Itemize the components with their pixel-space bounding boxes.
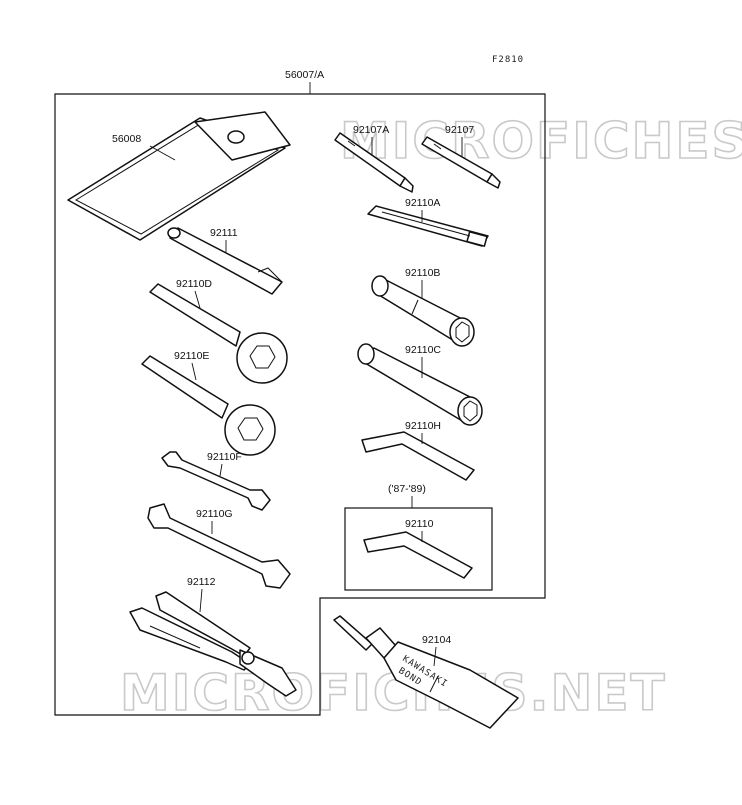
leader-92110D — [194, 290, 201, 309]
extension-bar-92111 — [167, 227, 283, 295]
label-92110F: 92110F — [207, 451, 242, 463]
label-92110: 92110 — [405, 518, 434, 530]
label-92110G: 92110G — [196, 508, 233, 520]
label-56008: 56008 — [112, 133, 141, 145]
assembly-frame — [54, 93, 546, 716]
label-92110A: 92110A — [405, 197, 440, 209]
open-wrench-92110G — [147, 503, 291, 589]
bond-tube-92104 — [333, 615, 519, 729]
open-wrench-92110F — [161, 451, 271, 511]
tool-bag — [67, 111, 291, 241]
pliers-92112 — [129, 591, 297, 697]
box-wrench-92110B — [371, 275, 475, 347]
handle-92110A — [367, 205, 489, 247]
year-subframe — [344, 507, 493, 591]
label-92104: 92104 — [422, 634, 451, 646]
label-92107A: 92107A — [353, 124, 389, 136]
label-92110E: 92110E — [174, 350, 209, 362]
year-note: ('87-'89) — [388, 483, 426, 495]
watermark-top: MICROFICHES.NET — [340, 112, 742, 170]
ring-spanner-92110D — [149, 283, 288, 384]
label-92107: 92107 — [445, 124, 474, 136]
leader-92104 — [433, 646, 437, 667]
leader-92110E — [191, 362, 197, 381]
leader-56008 — [149, 145, 176, 161]
assembly-label: 56007/A — [285, 69, 324, 81]
figure-code: F2810 — [492, 55, 524, 65]
leader-92110F — [219, 463, 223, 477]
hex-key-92110 — [363, 531, 473, 579]
screwdriver-92107A — [334, 132, 414, 193]
label-92110D: 92110D — [176, 278, 212, 290]
hex-key-92110H — [361, 431, 475, 481]
label-92110B: 92110B — [405, 267, 440, 279]
label-92112: 92112 — [187, 576, 216, 588]
label-92110H: 92110H — [405, 420, 441, 432]
box-wrench-92110C — [357, 343, 483, 426]
label-92111: 92111 — [210, 227, 238, 239]
ring-spanner-92110E — [141, 355, 276, 456]
screwdriver-92107 — [421, 136, 501, 189]
leader-92112 — [199, 588, 203, 613]
label-92110C: 92110C — [405, 344, 441, 356]
